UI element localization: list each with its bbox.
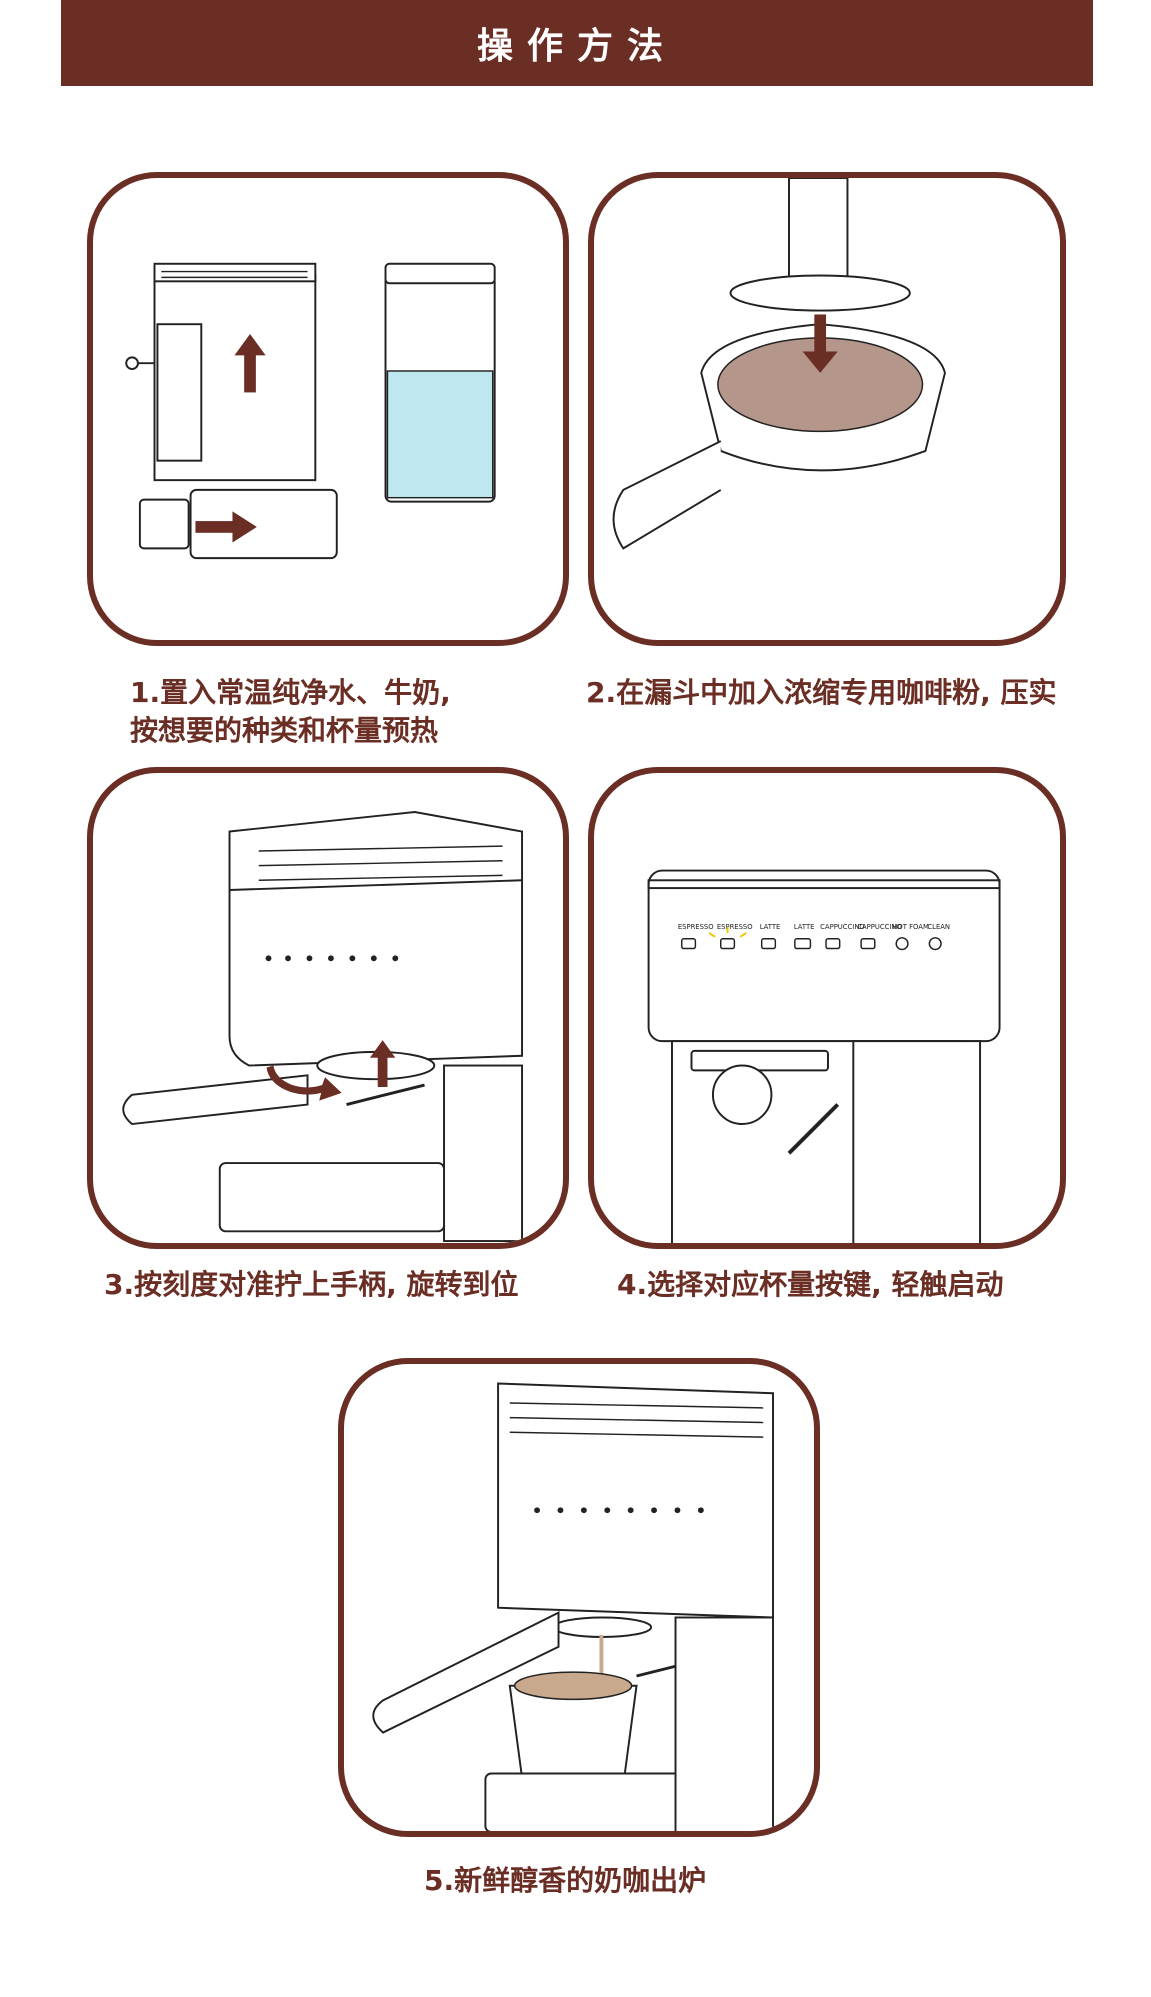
step-2-panel — [588, 172, 1066, 646]
button-panel-icons-5 — [534, 1507, 704, 1514]
step-4-illustration: ESPRESSO ESPRESSO LATTE LATTE CAPPUCCINO… — [647, 869, 1001, 1243]
insert-arrow-right — [195, 511, 257, 543]
step-5-caption: 5.新鲜醇香的奶咖出炉 — [424, 1864, 707, 1897]
rotate-arrow — [266, 1065, 342, 1101]
step-3-caption: 3.按刻度对准拧上手柄, 旋转到位 — [104, 1268, 519, 1301]
label-espresso-1: ESPRESSO — [678, 923, 714, 931]
label-clean: CLEAN — [927, 923, 950, 931]
water-fill — [387, 370, 493, 498]
highlight-glow — [708, 927, 747, 938]
coffee-stream — [599, 1635, 604, 1689]
label-cappuccino-1: CAPPUCCINO — [820, 923, 865, 931]
step-3-illustration — [122, 811, 524, 1243]
step-1-caption-line1: 1.置入常温纯净水、牛奶, — [130, 676, 451, 709]
step-5-illustration — [372, 1382, 774, 1831]
step-2-illustration — [612, 178, 946, 550]
step-2-caption: 2.在漏斗中加入浓缩专用咖啡粉, 压实 — [586, 676, 1057, 709]
page-title: 操作方法 — [476, 26, 677, 67]
label-latte-2: LATTE — [794, 923, 815, 931]
press-arrow-down — [802, 314, 838, 373]
step-1-caption: 1.置入常温纯净水、牛奶, 按想要的种类和杯量预热 — [130, 674, 451, 750]
step-1-illustration — [125, 262, 496, 560]
milk-coffee-surface — [513, 1671, 633, 1701]
step-1-caption-line2: 按想要的种类和杯量预热 — [130, 714, 439, 747]
label-hot-foam: HOT FOAM — [892, 923, 929, 931]
label-latte-1: LATTE — [760, 923, 781, 931]
step-3-panel — [87, 767, 569, 1249]
insert-arrow-up — [234, 333, 266, 393]
step-4-panel: ESPRESSO ESPRESSO LATTE LATTE CAPPUCCINO… — [588, 767, 1066, 1249]
step-1-panel — [87, 172, 569, 646]
align-arrow-up — [369, 1040, 396, 1087]
label-cappuccino-2: CAPPUCCINO — [857, 923, 902, 931]
label-espresso-2: ESPRESSO — [717, 923, 753, 931]
step-4-caption: 4.选择对应杯量按键, 轻触启动 — [617, 1268, 1004, 1301]
step-5-panel — [338, 1358, 820, 1837]
cup-buttons[interactable] — [681, 937, 942, 951]
header-banner: 操作方法 — [61, 0, 1093, 86]
button-panel-icons — [265, 955, 399, 962]
